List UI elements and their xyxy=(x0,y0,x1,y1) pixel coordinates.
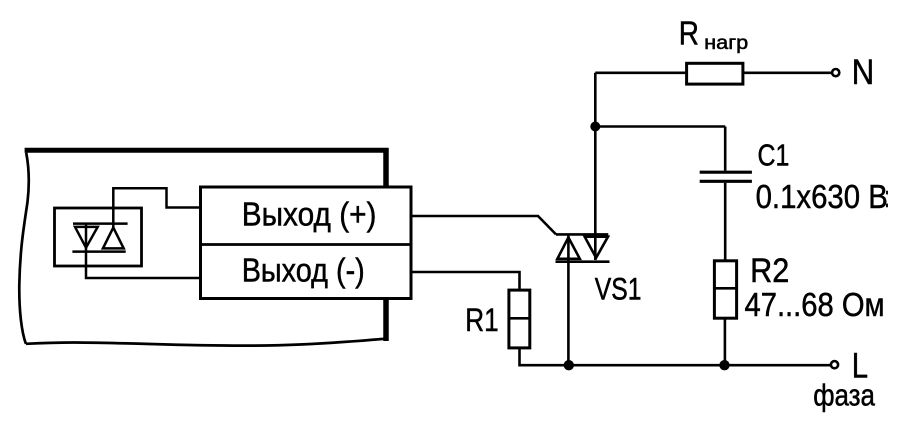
svg-text:47...68 Ом: 47...68 Ом xyxy=(745,286,885,323)
svg-text:Выход (+): Выход (+) xyxy=(242,197,377,234)
svg-text:0.1x630 В: 0.1x630 В xyxy=(756,178,888,215)
svg-text:N: N xyxy=(852,53,874,92)
svg-text:R: R xyxy=(679,14,699,51)
svg-text:нагр: нагр xyxy=(704,32,748,54)
svg-text:R1: R1 xyxy=(465,302,498,338)
svg-text::: : xyxy=(885,179,890,214)
svg-text:Выход (-): Выход (-) xyxy=(242,253,365,290)
svg-text:L: L xyxy=(852,346,868,385)
svg-text:R2: R2 xyxy=(750,252,789,290)
svg-text:фаза: фаза xyxy=(813,378,875,413)
svg-text:C1: C1 xyxy=(758,139,790,173)
svg-text:VS1: VS1 xyxy=(595,270,642,306)
